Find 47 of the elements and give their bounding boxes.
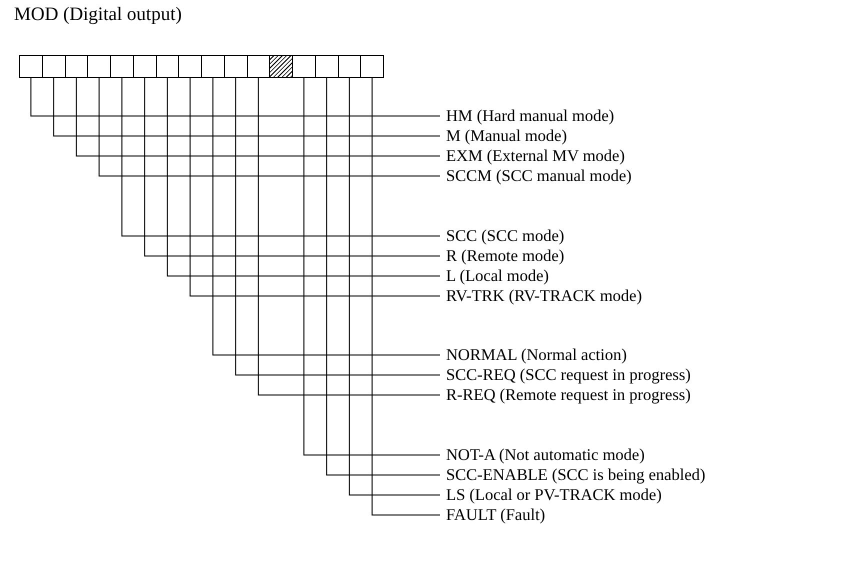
bit-cell [178,55,202,78]
bit-label: LS (Local or PV-TRACK mode) [440,486,662,504]
bit-label: SCC (SCC mode) [440,227,564,245]
connector-line [121,78,440,236]
connector-line [98,78,440,176]
connector-line [144,78,440,256]
bit-label: HM (Hard manual mode) [440,107,614,125]
bit-label: SCC-ENABLE (SCC is being enabled) [440,466,706,484]
bit-cell [132,55,156,78]
connector-line [212,78,440,356]
bit-label: L (Local mode) [440,267,549,285]
bit-cell [314,55,338,78]
bit-label: RV-TRK (RV-TRACK mode) [440,287,642,305]
bit-cell [224,55,248,78]
reserved-bit-cell [269,55,293,78]
bit-cell [42,55,66,78]
bit-cell [19,55,43,78]
connector-line [53,78,440,136]
connector-line [166,78,440,276]
connector-line [303,78,440,456]
bit-cell [156,55,180,78]
bit-cell [360,55,384,78]
connector-line [190,78,440,296]
connector-line [326,78,440,476]
connector-line [372,78,440,516]
bit-cell [246,55,270,78]
connector-line [30,78,440,116]
bit-cell [338,55,362,78]
connector-line [258,78,440,396]
bit-cell [110,55,134,78]
connector-line [76,78,440,156]
bit-label: M (Manual mode) [440,127,567,145]
bit-label: NOT-A (Not automatic mode) [440,446,645,464]
connector-line [348,78,440,496]
diagram-title: MOD (Digital output) [14,4,182,26]
bit-cell [64,55,88,78]
bit-cell [292,55,316,78]
bit-cell [201,55,225,78]
bit-label: SCC-REQ (SCC request in progress) [440,366,691,384]
bit-label: SCCM (SCC manual mode) [440,167,632,185]
bit-cell [87,55,111,78]
bit-label: FAULT (Fault) [440,506,546,524]
bit-label: R-REQ (Remote request in progress) [440,386,691,404]
connector-line [235,78,440,376]
bit-label: EXM (External MV mode) [440,147,625,165]
bit-label: NORMAL (Normal action) [440,346,627,364]
bit-label: R (Remote mode) [440,247,564,265]
